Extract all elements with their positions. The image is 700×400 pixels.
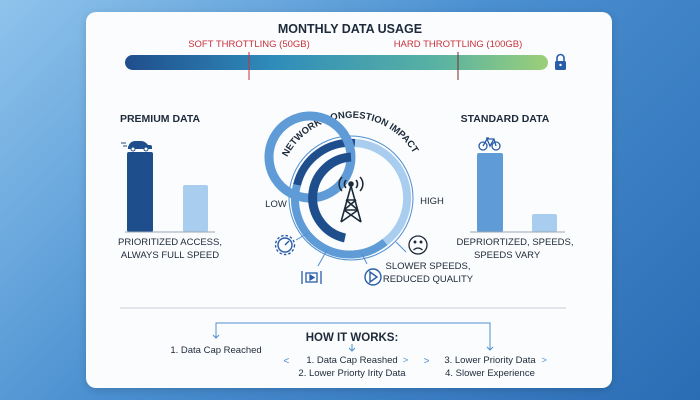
premium-bar-high: [127, 152, 153, 232]
high-label: HIGH: [420, 196, 444, 207]
flow-bracket: [212, 322, 494, 352]
sad-face-icon: [408, 235, 428, 255]
low-label: LOW: [265, 199, 287, 210]
ring-mid-segment: [291, 183, 388, 259]
inner-ring-dark: [308, 152, 352, 243]
soft-throttling-label: SOFT THROTTLING (50GB): [188, 39, 310, 50]
hard-throttling-label: HARD THROTTLING (100GB): [394, 39, 523, 50]
lock-icon: [555, 53, 566, 70]
premium-bar-low: [183, 185, 208, 232]
chevron-right-icon: >: [424, 356, 430, 367]
outer-ring: [288, 135, 414, 261]
standard-title: STANDARD DATA: [461, 113, 550, 125]
premium-title: PREMIUM DATA: [120, 113, 201, 125]
usage-title: MONTHLY DATA USAGE: [278, 22, 422, 36]
cell-tower-icon: [338, 176, 364, 223]
how-right-1: 3. Lower Priority Data: [444, 355, 536, 366]
standard-caption-2: SPEEDS VARY: [474, 250, 541, 261]
standard-bar-low: [532, 214, 557, 232]
how-step-left: 1. Data Cap Reached: [170, 345, 261, 356]
standard-caption-1: DEPRIORTIZED, SPEEDS,: [456, 237, 573, 248]
premium-caption-1: PRIORITIZED ACCESS,: [118, 237, 222, 248]
how-right-2: 4. Slower Experience: [445, 368, 535, 379]
speedometer-gear-icon: [274, 234, 296, 256]
how-mid-1: 1. Data Cap Reashed: [306, 355, 397, 366]
usage-bar: [125, 55, 548, 70]
ring-light-segment: [354, 139, 412, 246]
inner-ring: [264, 111, 356, 203]
how-title: HOW IT WORKS:: [306, 332, 399, 344]
car-icon: [121, 141, 152, 152]
impact-line-2: REDUCED QUALITY: [383, 274, 474, 285]
chevron-right-icon: >: [541, 355, 547, 366]
play-icon: [364, 268, 382, 286]
premium-caption-2: ALWAYS FULL SPEED: [121, 250, 219, 261]
impact-line-1: SLOWER SPEEDS,: [386, 261, 471, 272]
standard-bar-high: [477, 153, 503, 232]
bicycle-icon: [478, 137, 501, 151]
chevron-left-icon: <: [283, 356, 289, 367]
how-mid-2: 2. Lower Priorty Irity Data: [298, 368, 406, 379]
callout-lines: [295, 232, 407, 267]
chevron-right-icon: >: [403, 355, 409, 366]
video-icon: [301, 271, 322, 284]
